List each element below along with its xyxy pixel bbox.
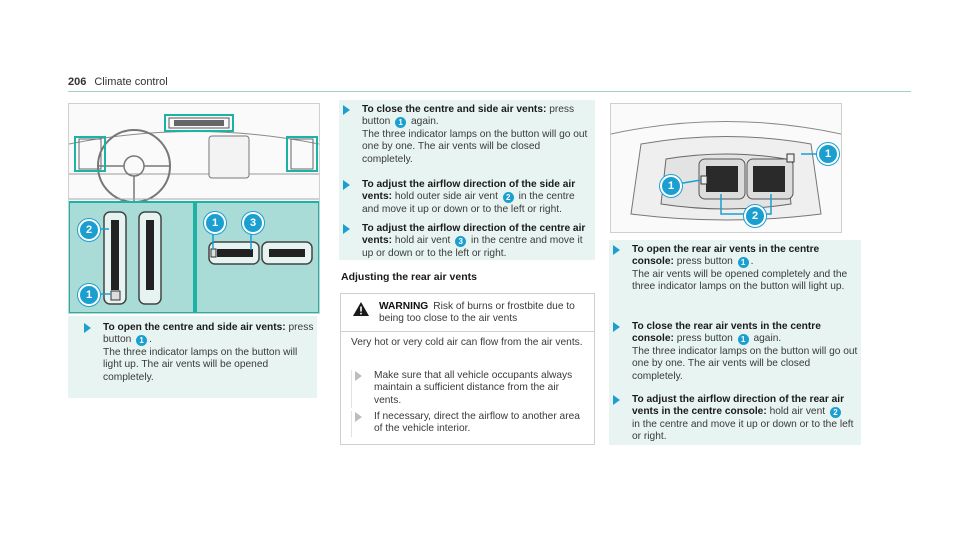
instruction-panel-col1: [68, 316, 317, 398]
instruction-open-centre-side: To open the centre and side air vents: p…: [84, 322, 316, 384]
callout-1-left: 1: [78, 284, 100, 306]
warning-substep-1: Make sure that all vehicle occupants alw…: [355, 370, 581, 407]
page-number: 206: [68, 76, 87, 88]
page-header: 206 Climate control: [68, 76, 168, 88]
instruction-panel-col2: [339, 100, 595, 260]
instruction-close-centre-side: To close the centre and side air vents: …: [343, 104, 593, 166]
step-arrow-icon: [343, 180, 350, 190]
instruction-adjust-centre: To adjust the airflow direction of the c…: [343, 223, 593, 260]
instruction-adjust-rear: To adjust the airflow direction of the r…: [613, 394, 859, 444]
callout-ref: 1: [737, 257, 749, 269]
instruction-panel-col3: [609, 240, 861, 445]
instruction-adjust-side: To adjust the airflow direction of the s…: [343, 179, 593, 216]
step-arrow-icon: [343, 224, 350, 234]
substep-rule: [351, 370, 352, 408]
step-arrow-icon: [613, 245, 620, 255]
header-rule: [68, 91, 911, 92]
dashboard-illustration: [68, 104, 320, 314]
callout-ref: 2: [502, 192, 514, 204]
figure-dashboard-vents: 2 1 1 3: [68, 103, 320, 314]
section-title: Climate control: [94, 76, 168, 88]
callout-1-left: 1: [660, 175, 682, 197]
callout-ref: 1: [395, 117, 407, 129]
callout-1-right: 1: [204, 212, 226, 234]
instruction-close-rear: To close the rear air vents in the centr…: [613, 321, 859, 383]
callout-2: 2: [78, 219, 100, 241]
substep-arrow-icon: [355, 371, 362, 381]
rear-vents-illustration: [610, 104, 842, 232]
callout-2: 2: [744, 205, 766, 227]
callout-ref: 1: [136, 335, 148, 347]
step-arrow-icon: [613, 322, 620, 332]
callout-ref: 2: [829, 407, 841, 419]
callout-1-right: 1: [817, 143, 839, 165]
figure-rear-vents: 1 1 2: [610, 103, 842, 233]
warning-triangle-icon: [353, 302, 369, 316]
substep-rule: [351, 411, 352, 437]
substep-arrow-icon: [355, 412, 362, 422]
warning-divider: [341, 331, 594, 332]
step-arrow-icon: [613, 395, 620, 405]
step-arrow-icon: [343, 105, 350, 115]
callout-3: 3: [242, 212, 264, 234]
warning-label: WARNING: [379, 301, 429, 312]
callout-ref: 3: [455, 236, 467, 248]
warning-substep-2: If necessary, direct the airflow to anot…: [355, 411, 581, 436]
callout-ref: 1: [737, 334, 749, 346]
warning-body: Very hot or very cold air can flow from …: [351, 337, 583, 348]
section-subheading: Adjusting the rear air vents: [341, 271, 477, 283]
instruction-open-rear: To open the rear air vents in the centre…: [613, 244, 859, 294]
step-arrow-icon: [84, 323, 91, 333]
